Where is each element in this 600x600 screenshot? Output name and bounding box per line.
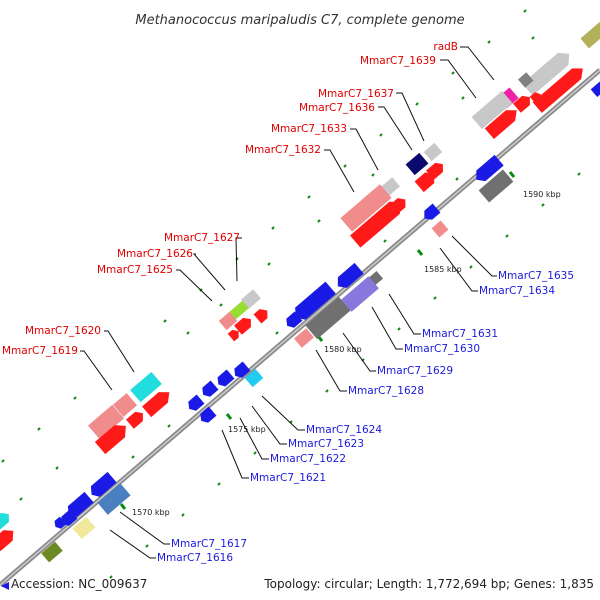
gene-glyph[interactable]	[472, 154, 504, 185]
gene-glyph[interactable]	[414, 169, 439, 193]
tick-label: 1585 kbp	[424, 265, 462, 274]
gene-glyph[interactable]	[529, 90, 544, 105]
genome-summary: Topology: circular; Length: 1,772,694 bp…	[263, 577, 594, 591]
tick-mark	[225, 413, 233, 420]
gene-glyph[interactable]	[0, 526, 18, 552]
gene-glyph[interactable]	[517, 72, 534, 88]
gene-glyph[interactable]	[199, 380, 219, 400]
gene-glyph[interactable]	[341, 276, 379, 312]
gene-label[interactable]: MmarC7_1622	[270, 453, 346, 465]
gene-glyph[interactable]	[41, 541, 63, 563]
gene-glyph[interactable]	[283, 311, 303, 331]
gene-glyph[interactable]	[64, 491, 94, 520]
gene-label[interactable]: MmarC7_1632	[245, 144, 321, 156]
gene-label[interactable]: MmarC7_1631	[422, 328, 498, 340]
gene-label[interactable]: MmarC7_1616	[157, 552, 233, 564]
gene-glyph[interactable]	[72, 516, 96, 540]
reverse-strand-icon	[1, 582, 9, 590]
gene-glyph[interactable]	[478, 169, 514, 203]
gene-glyph[interactable]	[421, 203, 441, 224]
tick-label: 1575 kbp	[228, 425, 266, 434]
gene-label[interactable]: MmarC7_1620	[25, 325, 101, 337]
gene-glyph[interactable]	[218, 311, 238, 331]
gene-label[interactable]: MmarC7_1624	[306, 424, 382, 436]
gene-glyph[interactable]	[241, 289, 261, 309]
gene-glyph[interactable]	[130, 371, 162, 403]
tick-mark	[119, 503, 127, 510]
gene-label[interactable]: MmarC7_1633	[271, 123, 347, 135]
gene-glyph[interactable]	[142, 387, 174, 418]
gene-glyph[interactable]	[291, 281, 336, 324]
forward-genes	[0, 21, 600, 552]
tick-mark	[416, 249, 424, 256]
gene-glyph[interactable]	[52, 516, 67, 531]
gene-label[interactable]: MmarC7_1635	[498, 270, 574, 282]
gene-glyph[interactable]	[350, 196, 406, 248]
gene-glyph[interactable]	[215, 369, 235, 390]
tick-label: 1590 kbp	[523, 190, 561, 199]
gene-glyph[interactable]	[484, 105, 521, 140]
gene-glyph[interactable]	[227, 327, 242, 342]
gene-glyph[interactable]	[431, 220, 449, 238]
gene-glyph[interactable]	[405, 152, 429, 176]
gene-label[interactable]: MmarC7_1623	[288, 438, 364, 450]
gene-label[interactable]: MmarC7_1630	[404, 343, 480, 355]
gene-label[interactable]: MmarC7_1637	[318, 88, 394, 100]
gene-label[interactable]: MmarC7_1628	[348, 385, 424, 397]
gene-label[interactable]: MmarC7_1636	[299, 102, 375, 114]
gene-glyph[interactable]	[231, 361, 251, 381]
gene-glyph[interactable]	[87, 471, 117, 500]
map-title: Methanococcus maripaludis C7, complete g…	[135, 13, 464, 28]
gene-glyph[interactable]	[513, 93, 534, 113]
gene-glyph[interactable]	[126, 409, 147, 429]
gene-label[interactable]: MmarC7_1639	[360, 55, 436, 67]
gene-label[interactable]: MmarC7_1621	[250, 472, 326, 484]
gene-label[interactable]: MmarC7_1627	[164, 232, 240, 244]
gene-glyph[interactable]	[580, 21, 600, 49]
tick-label: 1580 kbp	[324, 345, 362, 354]
genome-backbone	[0, 68, 600, 587]
gene-glyph[interactable]	[253, 306, 272, 324]
gene-glyph[interactable]	[197, 406, 217, 426]
gene-glyph[interactable]	[333, 262, 364, 292]
accession-label: Accession: NC_009637	[11, 577, 147, 591]
gene-glyph[interactable]	[185, 394, 205, 414]
gene-label[interactable]: radB	[433, 41, 458, 53]
track-guides	[1, 9, 581, 579]
gene-glyph[interactable]	[58, 509, 78, 529]
gene-glyph[interactable]	[340, 184, 392, 232]
gene-label[interactable]: MmarC7_1619	[2, 345, 78, 357]
gene-glyph[interactable]	[0, 510, 13, 530]
gene-glyph[interactable]	[94, 420, 131, 455]
gene-label[interactable]: MmarC7_1629	[377, 365, 453, 377]
gene-label[interactable]: MmarC7_1634	[479, 285, 555, 297]
gene-glyph[interactable]	[87, 404, 125, 440]
gene-glyph[interactable]	[423, 142, 443, 162]
tick-mark	[508, 171, 516, 178]
gene-label[interactable]: MmarC7_1625	[97, 264, 173, 276]
gene-glyph[interactable]	[590, 78, 600, 98]
tick-label: 1570 kbp	[132, 508, 170, 517]
gene-label[interactable]: MmarC7_1626	[117, 248, 193, 260]
gene-glyph[interactable]	[471, 90, 513, 130]
gene-glyph[interactable]	[522, 48, 574, 96]
reverse-labels: MmarC7_1635 MmarC7_1634 MmarC7_1631 Mmar…	[157, 270, 574, 564]
forward-labels: radB MmarC7_1639 MmarC7_1637 MmarC7_1636…	[2, 41, 458, 357]
gene-label[interactable]: MmarC7_1617	[171, 538, 247, 550]
gene-glyph[interactable]	[294, 328, 314, 348]
reverse-genes	[41, 154, 514, 563]
gene-glyph[interactable]	[305, 296, 351, 340]
gene-glyph[interactable]	[112, 393, 138, 417]
gene-glyph[interactable]	[532, 63, 588, 113]
label-leaders	[80, 46, 497, 559]
gene-glyph[interactable]	[234, 315, 255, 335]
gene-glyph[interactable]	[97, 483, 131, 515]
gene-glyph[interactable]	[244, 368, 264, 388]
